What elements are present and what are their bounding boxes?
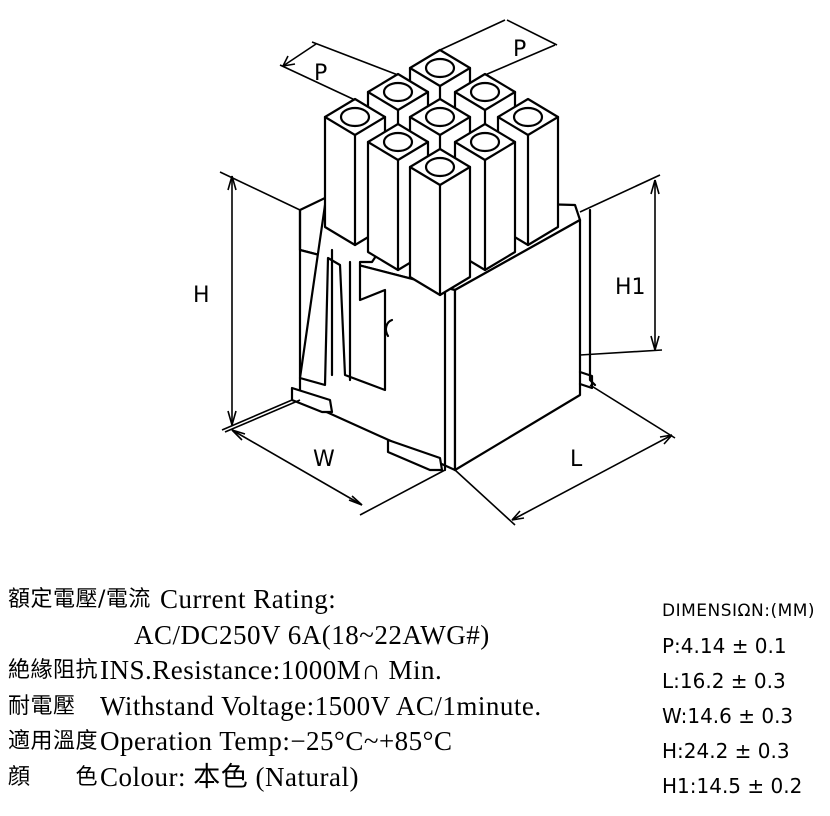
spec-cjk-label: 顔 色 <box>8 764 99 790</box>
spec-row: 顔 色 Colour: 本色 (Natural) <box>8 760 542 796</box>
dimension-item: H1:14.5 ± 0.2 <box>662 774 803 798</box>
spec-row: 耐電壓 Withstand Voltage:1500V AC/1minute. <box>8 689 542 725</box>
spec-cjk-label <box>8 618 134 654</box>
spec-cjk-label: 耐電壓 <box>8 693 76 719</box>
dimension-item: H:24.2 ± 0.3 <box>662 739 790 763</box>
terminal-posts <box>323 48 560 297</box>
spec-text: Withstand Voltage:1500V AC/1minute. <box>100 690 542 721</box>
dimension-item: P:4.14 ± 0.1 <box>662 634 787 658</box>
post <box>408 147 472 297</box>
dimension-item: L:16.2 ± 0.3 <box>662 669 786 693</box>
dimension-item: W:14.6 ± 0.3 <box>662 704 794 728</box>
h-label: H <box>193 283 210 308</box>
l-label: L <box>570 447 583 472</box>
spec-text: Colour: 本色 (Natural) <box>100 761 359 792</box>
spec-cjk-label: 適用溫度 <box>8 729 99 754</box>
specification-list: 額定電壓/電流 Current Rating: AC/DC250V 6A(18~… <box>8 582 542 795</box>
dimension-lines <box>219 19 676 526</box>
spec-cjk-label: 額定電壓/電流 <box>8 587 151 612</box>
dimension-labels: P P H H1 W L <box>193 37 646 472</box>
dimension-header: DIMENSIΩN:(MM) <box>662 601 816 621</box>
spec-text: AC/DC250V 6A(18~22AWG#) <box>134 619 490 650</box>
spec-text: Current Rating: <box>160 584 337 614</box>
feet <box>290 370 594 472</box>
spec-text: INS.Resistance:1000M∩ Min. <box>100 655 443 685</box>
spec-cjk-label: 絶緣阻抗 <box>8 658 99 683</box>
spec-text: Operation Temp:−25°C~+85°C <box>100 726 453 756</box>
p-left-label: P <box>314 61 327 86</box>
p-right-label: P <box>513 37 526 62</box>
dimension-table: DIMENSIΩN:(MM) P:4.14 ± 0.1 L:16.2 ± 0.3… <box>662 594 815 804</box>
spec-row: 絶緣阻抗 INS.Resistance:1000M∩ Min. <box>8 653 542 689</box>
spec-row: 適用溫度 Operation Temp:−25°C~+85°C <box>8 724 542 760</box>
h1-label: H1 <box>615 275 646 300</box>
spec-row: 額定電壓/電流 Current Rating: <box>8 582 542 618</box>
spec-row: AC/DC250V 6A(18~22AWG#) <box>8 618 542 654</box>
w-label: W <box>313 447 335 472</box>
connector-diagram: P P H H1 W L <box>193 19 676 526</box>
